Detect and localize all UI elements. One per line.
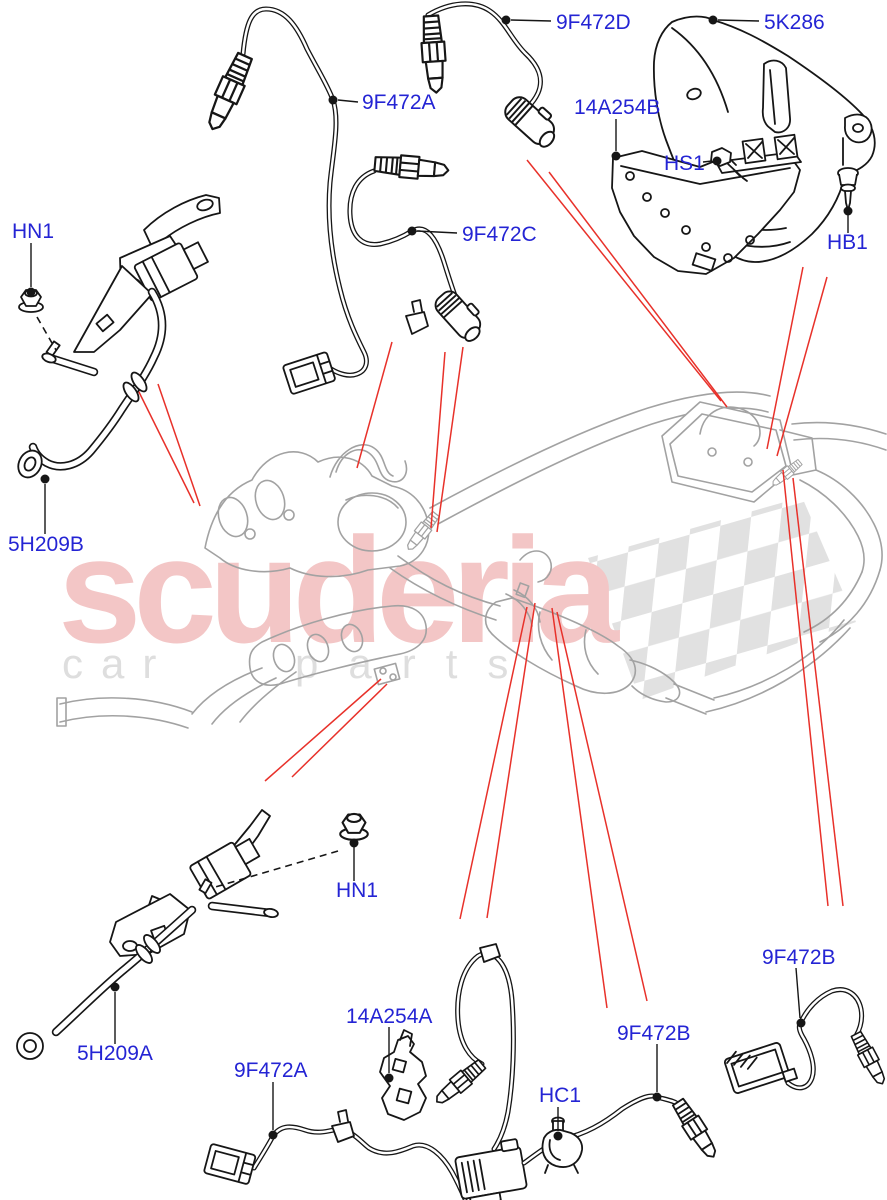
part-label-9f472a-bottom[interactable]: 9F472A xyxy=(234,1059,308,1082)
red-leader-lines xyxy=(136,159,844,1009)
part-oxygen-sensor-9f472c xyxy=(347,152,492,346)
watermark-brand: scuderia xyxy=(58,506,621,674)
part-label-hn1-bottom[interactable]: HN1 xyxy=(336,879,378,902)
part-label-hn1-top[interactable]: HN1 xyxy=(12,220,54,243)
part-label-5h209b[interactable]: 5H209B xyxy=(8,533,84,556)
bracket-clip-towers xyxy=(741,133,799,165)
part-label-9f472c[interactable]: 9F472C xyxy=(462,223,537,246)
callout-dots xyxy=(26,15,853,1141)
part-nut-hn1-bottom xyxy=(339,812,369,841)
part-bracket-14a254b xyxy=(611,133,802,275)
part-label-9f472b-center[interactable]: 9F472B xyxy=(617,1022,691,1045)
part-label-hb1[interactable]: HB1 xyxy=(827,231,868,254)
part-oxygen-sensor-9f472a-top xyxy=(200,6,369,396)
watermark-tagline-car: car xyxy=(62,640,174,687)
part-label-9f472b-right[interactable]: 9F472B xyxy=(762,946,836,969)
part-labels: 9F472A 9F472D 5K286 14A254B HS1 HB1 HN1 … xyxy=(8,11,868,1107)
part-oxygen-sensor-9f472b-center xyxy=(430,943,723,1200)
part-oxygen-sensor-9f472d xyxy=(418,1,567,153)
part-label-hs1[interactable]: HS1 xyxy=(664,152,705,175)
part-pressure-tube-5h209b xyxy=(17,194,221,479)
part-pressure-tube-5h209a xyxy=(16,809,279,1060)
part-label-hc1[interactable]: HC1 xyxy=(539,1084,581,1107)
part-label-9f472a-top[interactable]: 9F472A xyxy=(362,91,436,114)
watermark-tagline: car parts xyxy=(62,640,538,687)
part-label-9f472d[interactable]: 9F472D xyxy=(556,11,631,34)
part-label-14a254b[interactable]: 14A254B xyxy=(574,96,660,119)
watermark-tagline-parts: parts xyxy=(295,640,538,687)
part-oxygen-sensor-9f472b-right xyxy=(723,987,887,1094)
part-label-5h209a[interactable]: 5H209A xyxy=(77,1042,153,1065)
part-label-5k286[interactable]: 5K286 xyxy=(764,11,825,34)
part-label-14a254a[interactable]: 14A254A xyxy=(346,1005,432,1028)
callout-leader-lines xyxy=(30,19,849,1131)
connector xyxy=(723,1042,798,1094)
cable-clip xyxy=(405,299,429,335)
part-oxygen-sensor-harness-9f472a-bottom xyxy=(202,1109,468,1200)
connector xyxy=(454,1138,528,1200)
exhaust-system-context-drawing xyxy=(56,391,887,729)
cable-clip xyxy=(331,1109,355,1143)
part-clip-hc1 xyxy=(541,1116,584,1174)
part-pin-hb1 xyxy=(837,167,859,211)
checkered-flag-watermark xyxy=(588,497,856,700)
part-bracket-14a254a xyxy=(379,1029,427,1121)
